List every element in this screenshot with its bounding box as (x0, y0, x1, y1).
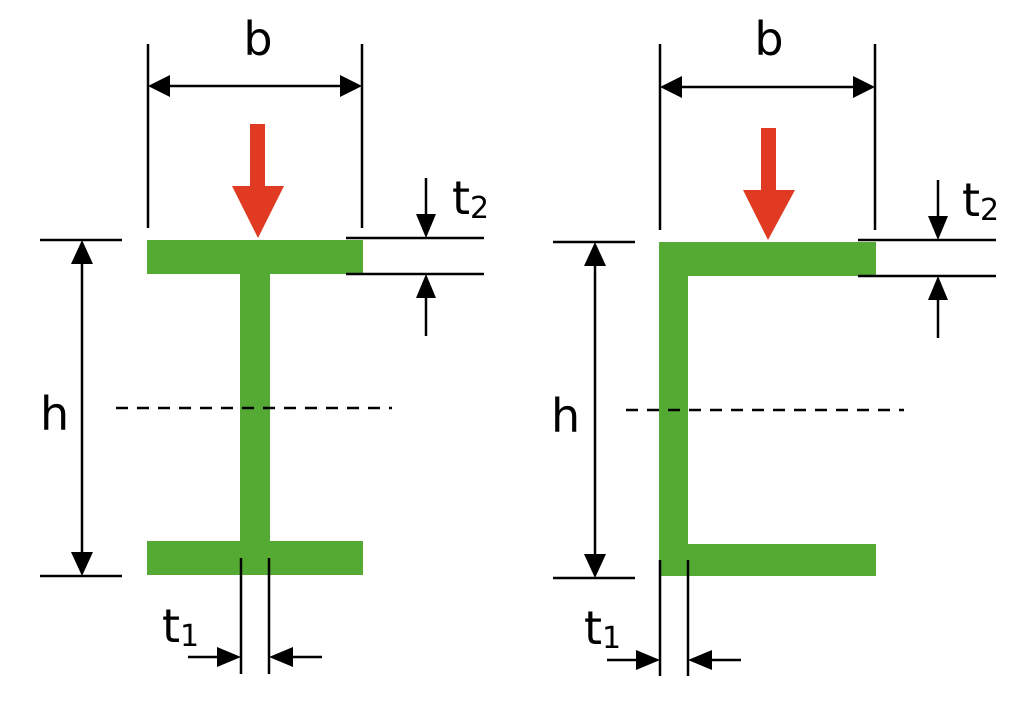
i-section-flange-thickness-dimension (346, 178, 484, 336)
c-section-label-t1: t (584, 601, 602, 655)
i-section-web-thickness-dimension (188, 558, 322, 674)
c-section-label-b: b (754, 12, 783, 66)
i-section-bottom-flange (147, 541, 363, 575)
c-section-label-t1-subscript: 1 (602, 621, 621, 656)
c-section-label-t2-subscript: 2 (980, 193, 999, 228)
i-section-group: b h t 2 (40, 12, 489, 674)
i-section-load-arrow (232, 124, 284, 238)
c-section-label-t2: t (962, 173, 980, 227)
c-section-load-arrow (743, 128, 795, 240)
c-section-bottom-flange (659, 544, 876, 576)
i-section-label-t2-subscript: 2 (470, 191, 489, 226)
c-section-group: b h t 2 (551, 12, 999, 676)
c-section-height-dimension (553, 240, 635, 580)
c-section-top-flange (659, 242, 876, 276)
i-section-label-b: b (243, 12, 272, 66)
i-section-top-flange (147, 240, 363, 274)
i-section-label-t1-subscript: 1 (180, 619, 199, 654)
i-section-height-dimension (40, 238, 122, 578)
c-section-label-h: h (551, 389, 580, 443)
c-section-width-dimension (658, 44, 877, 230)
i-section-label-t2: t (452, 171, 470, 225)
i-section-width-dimension (146, 44, 364, 228)
i-section-label-t1: t (162, 599, 180, 653)
i-section-label-h: h (40, 387, 69, 441)
c-section-web-thickness-dimension (607, 560, 741, 676)
c-section-flange-thickness-dimension (858, 180, 996, 338)
